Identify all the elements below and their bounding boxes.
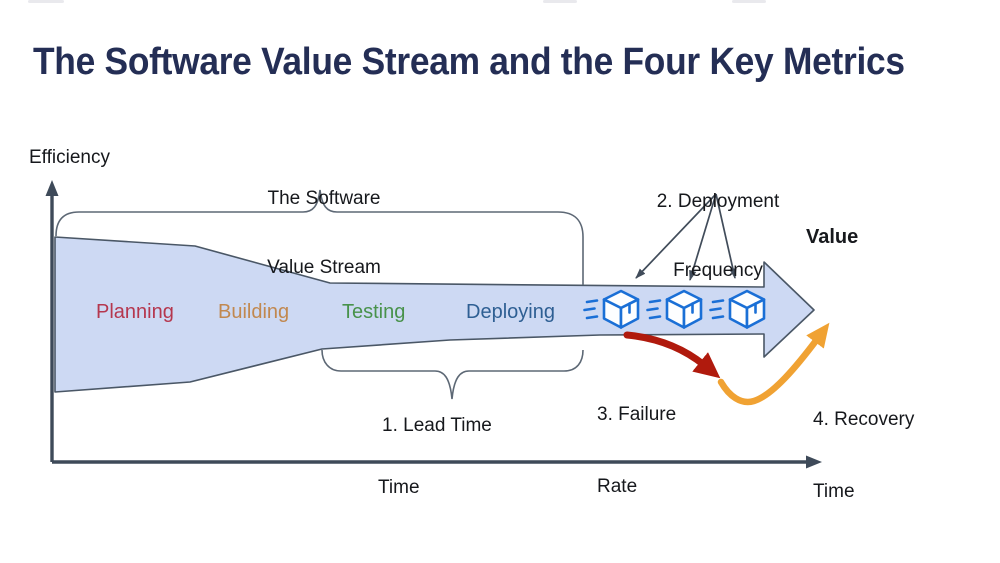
x-axis bbox=[52, 455, 822, 469]
page-title: The Software Value Stream and the Four K… bbox=[33, 41, 905, 83]
value-stream-label-line1: The Software bbox=[267, 188, 381, 209]
value-stream-label: The Software Value Stream bbox=[239, 141, 409, 325]
y-axis-label: Efficiency bbox=[29, 147, 110, 168]
value-stream-brace bbox=[55, 189, 584, 285]
recovery-time-line1: 4. Recovery bbox=[813, 409, 915, 430]
value-label: Value bbox=[806, 226, 859, 248]
top-edge-fragment bbox=[732, 0, 766, 3]
lead-time-brace bbox=[321, 349, 584, 400]
y-axis bbox=[45, 180, 59, 462]
x-axis-label: Time bbox=[378, 477, 420, 498]
stage-label-deploying: Deploying bbox=[466, 301, 555, 323]
recovery-time-arrow bbox=[717, 322, 830, 406]
failure-rate-line1: 3. Failure bbox=[597, 404, 677, 425]
stage-label-testing: Testing bbox=[342, 301, 406, 323]
stage-label-building: Building bbox=[218, 301, 290, 323]
x-axis-arrowhead-icon bbox=[806, 455, 822, 469]
failure-rate-line2: Rate bbox=[597, 476, 638, 497]
top-edge-fragment bbox=[28, 0, 64, 3]
stage-label-planning: Planning bbox=[96, 301, 174, 323]
y-axis-arrowhead-icon bbox=[45, 180, 59, 196]
recovery-time-line2: Time bbox=[813, 481, 855, 502]
deployment-frequency-arrows bbox=[635, 193, 737, 281]
top-edge-fragment bbox=[543, 0, 577, 3]
failure-rate-label: 3. Failure Rate bbox=[597, 355, 676, 547]
value-stream-label-line2: Value Stream bbox=[267, 257, 381, 278]
deployment-frequency-line2: Frequency bbox=[673, 260, 763, 281]
deployment-frequency-label: 2. Deployment Frequency bbox=[636, 144, 800, 328]
value-stream-arrow bbox=[54, 236, 815, 393]
lead-time-label: 1. Lead Time bbox=[382, 415, 492, 436]
recovery-time-label: 4. Recovery Time bbox=[813, 360, 914, 552]
failure-rate-arrow bbox=[623, 331, 721, 379]
deployment-frequency-line1: 2. Deployment bbox=[656, 191, 780, 212]
